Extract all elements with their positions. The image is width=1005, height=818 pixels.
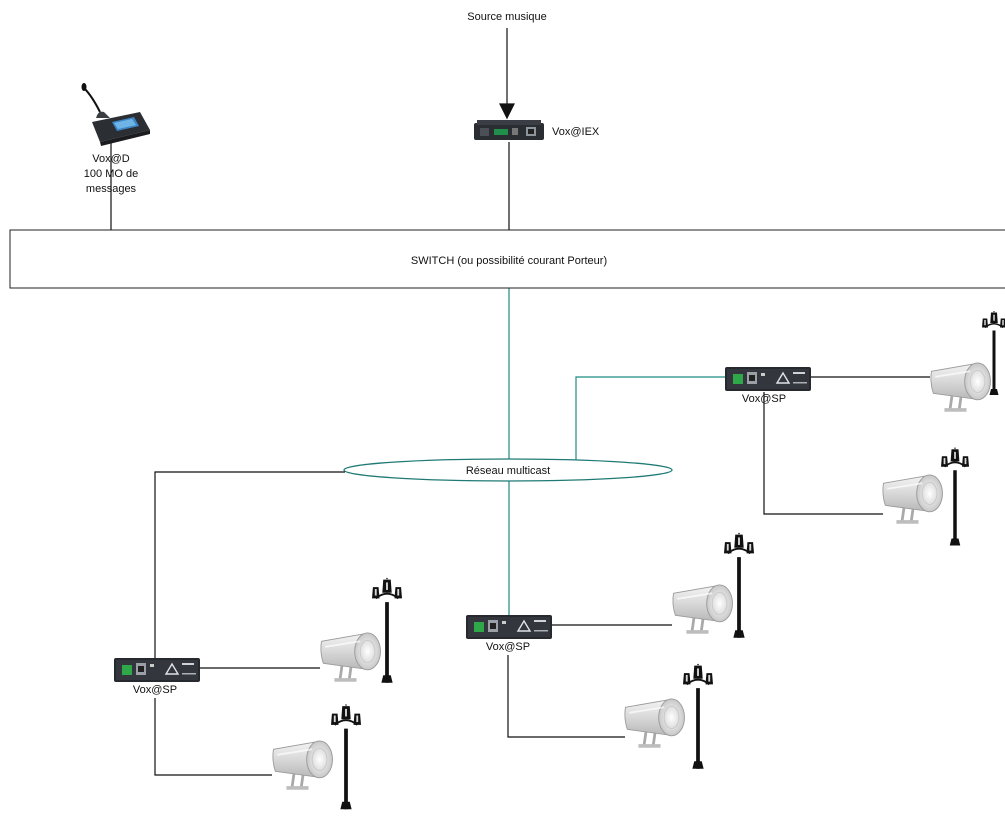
horn-speaker-icon <box>671 583 735 634</box>
source-arrowhead <box>499 103 515 120</box>
iex-label: Vox@IEX <box>552 126 600 138</box>
network-interface-icon <box>474 120 544 140</box>
street-lamp-icon <box>724 533 754 638</box>
ip-amplifier-icon <box>725 367 811 391</box>
ip-amplifier-icon <box>114 658 200 682</box>
sp-center-label: Vox@SP <box>486 641 530 653</box>
street-lamp-icon <box>683 664 713 769</box>
vox-d-label: Vox@D <box>92 153 130 165</box>
sp-center-speaker2-link <box>507 655 625 738</box>
vox-d-messages-label: messages <box>86 183 137 195</box>
multicast-network: Réseau multicast <box>343 458 673 482</box>
sp-right-label: Vox@SP <box>742 393 786 405</box>
multicast-label: Réseau multicast <box>466 465 550 477</box>
street-lamp-icon <box>941 448 969 546</box>
switch-label: SWITCH (ou possibilité courant Porteur) <box>411 255 607 267</box>
connection-lines <box>110 28 930 776</box>
vox-sp-center-group: Vox@SP <box>466 533 754 769</box>
sp-left-label: Vox@SP <box>133 684 177 696</box>
switch-box: SWITCH (ou possibilité courant Porteur) <box>9 229 1005 289</box>
horn-speaker-icon <box>271 739 335 790</box>
horn-speaker-icon <box>623 697 687 748</box>
vox-d-console: Vox@D 100 MO de messages <box>81 83 150 195</box>
sp-right-speaker2-link <box>763 392 883 515</box>
sp-left-speaker2-link <box>154 698 272 776</box>
microphone-console-icon <box>81 83 150 146</box>
vox-sp-right-group: Vox@SP <box>725 309 1005 546</box>
ip-amplifier-icon <box>466 615 552 639</box>
horn-speaker-icon <box>319 631 383 682</box>
multicast-left-link <box>154 471 345 658</box>
street-lamp-icon <box>331 703 361 812</box>
vox-sp-left-group: Vox@SP <box>114 578 402 812</box>
source-label: Source musique <box>467 11 547 23</box>
vox-iex-device: Vox@IEX <box>474 120 600 140</box>
street-lamp-icon <box>372 578 402 683</box>
vox-d-capacity-label: 100 MO de <box>84 168 138 180</box>
multicast-right-link <box>575 376 725 463</box>
horn-speaker-icon <box>881 473 945 524</box>
horn-speaker-icon <box>929 361 993 412</box>
